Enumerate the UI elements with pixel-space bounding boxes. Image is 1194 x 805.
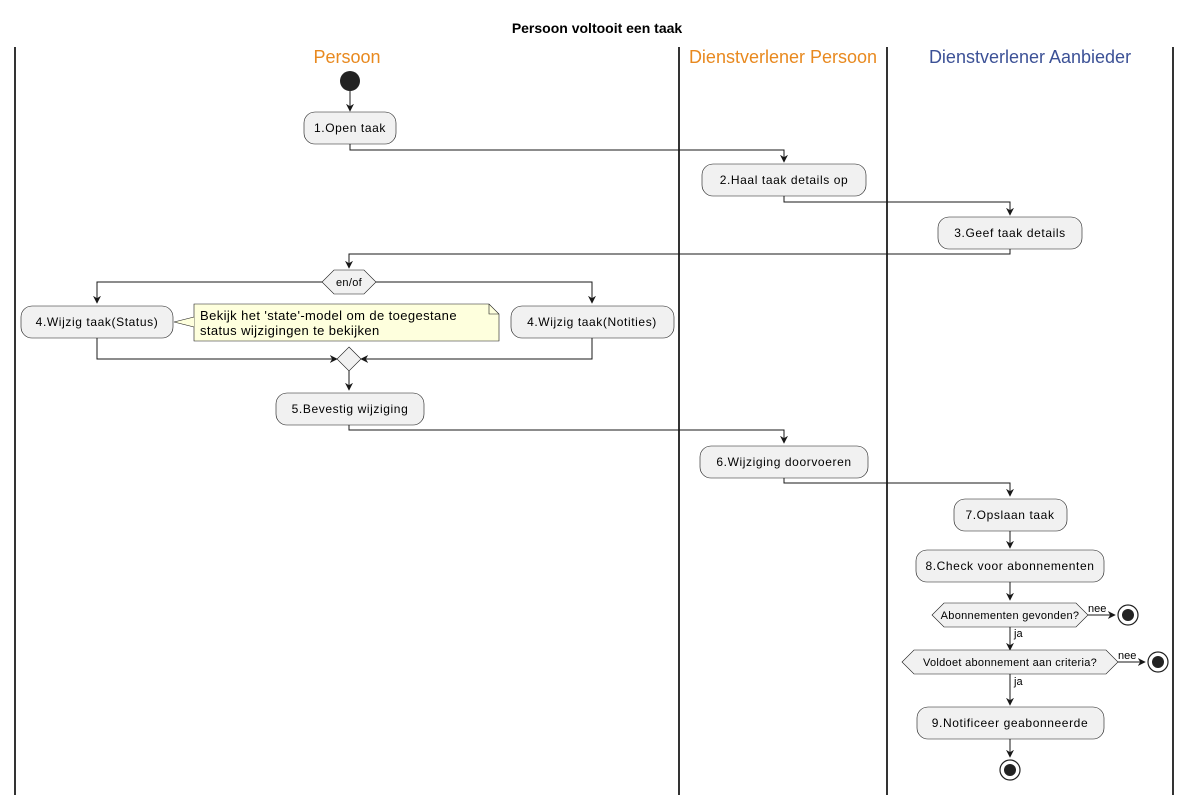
branch-label-ja-1: ja [1013, 628, 1023, 640]
note-box [193, 303, 500, 342]
lane-title-dienstverlener-persoon: Dienstverlener Persoon [689, 47, 877, 67]
edge-fork-to-status [93, 281, 322, 304]
activity-bevestig-wijziging-label: 5.Bevestig wijziging [292, 402, 409, 416]
decision-voldoet-criteria [901, 649, 1119, 675]
start-node [340, 71, 360, 91]
edge-doorvoeren-to-opslaan [783, 478, 1014, 497]
activity-opslaan-taak-label: 7.Opslaan taak [965, 508, 1055, 522]
end-node-final-inner [1004, 764, 1016, 776]
edge-notities-to-merge [360, 338, 593, 363]
note-fold [488, 304, 499, 315]
diagram-title: Persoon voltooit een taak [512, 20, 683, 36]
decision-abonnementen-gevonden [931, 602, 1089, 628]
branch-label-nee-2: nee [1118, 650, 1136, 662]
note-pointer [173, 316, 195, 328]
activity-geef-taak-details-label: 3.Geef taak details [954, 226, 1065, 240]
branch-label-ja-2: ja [1013, 676, 1023, 688]
edge-bevestig-to-doorvoeren [348, 425, 788, 444]
activity-haal-taak-details-label: 2.Haal taak details op [720, 173, 849, 187]
edge-haal-to-geef [783, 196, 1014, 216]
end-node-1-inner [1122, 609, 1134, 621]
decision-voldoet-criteria-label: Voldoet abonnement aan criteria? [923, 657, 1097, 669]
edge-open-to-haal [349, 144, 788, 163]
lane-title-dienstverlener-aanbieder: Dienstverlener Aanbieder [929, 47, 1131, 67]
note-line-1: Bekijk het 'state'-model om de toegestan… [200, 308, 457, 323]
activity-open-taak-label: 1.Open taak [314, 121, 386, 135]
note-line-2: status wijzigingen te bekijken [200, 323, 380, 338]
activity-wijzig-status-label: 4.Wijzig taak(Status) [36, 315, 159, 329]
activity-check-abonnementen-label: 8.Check voor abonnementen [925, 559, 1094, 573]
edge-geef-to-fork [345, 249, 1011, 269]
activity-notificeer-geabonneerde-label: 9.Notificeer geabonneerde [932, 716, 1088, 730]
decision-abonnementen-gevonden-label: Abonnementen gevonden? [941, 610, 1080, 622]
edge-fork-to-notities [376, 281, 596, 304]
lane-title-persoon: Persoon [313, 47, 380, 67]
activity-bevestig-wijziging [275, 392, 425, 426]
decision-en-of-label: en/of [336, 277, 363, 289]
end-node-2-inner [1152, 656, 1164, 668]
branch-label-nee-1: nee [1088, 603, 1106, 615]
merge-diamond [336, 346, 362, 372]
activity-wijzig-notities-label: 4.Wijzig taak(Notities) [527, 315, 657, 329]
activity-wijziging-doorvoeren-label: 6.Wijziging doorvoeren [716, 455, 851, 469]
edge-status-to-merge [96, 338, 338, 363]
